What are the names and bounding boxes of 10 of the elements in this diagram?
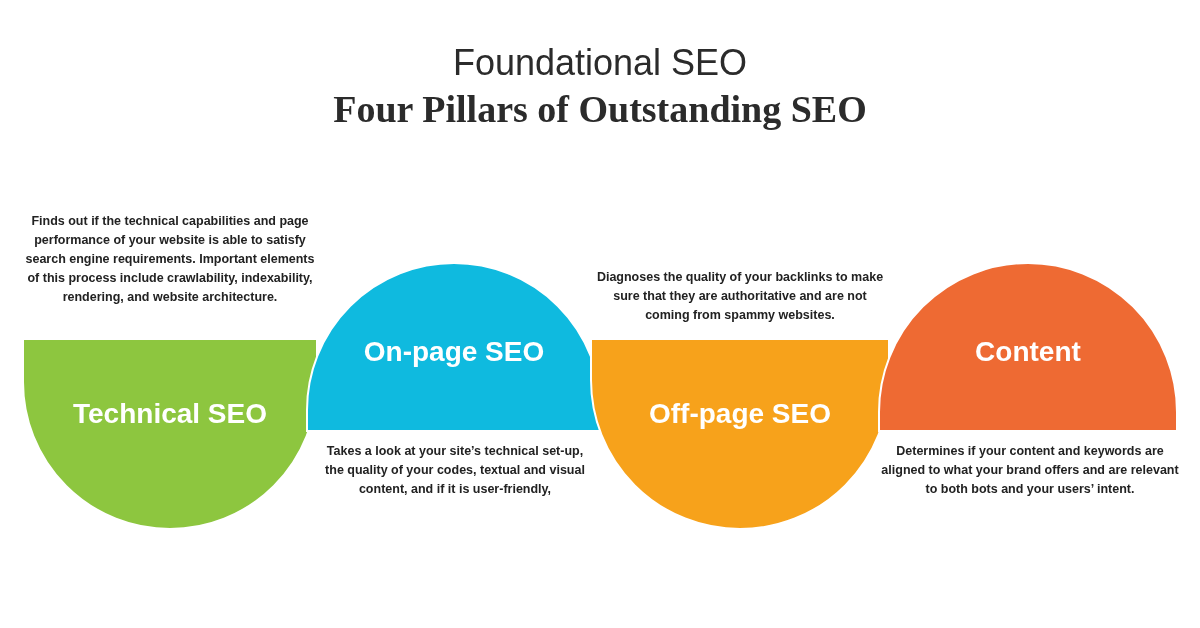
- pillar-title: Technical SEO: [73, 397, 267, 431]
- diagram-subtitle: Four Pillars of Outstanding SEO: [333, 87, 867, 132]
- pillar-description: Finds out if the technical capabilities and page performance of your website is able to satisfy search engine requirements. Important elements of this process include crawlability, indexability, rendering, and website architecture.: [24, 213, 316, 306]
- pillar-title: Content: [975, 335, 1081, 369]
- pillar-description: Diagnoses the quality of your backlinks to make sure that they are authoritative and are not coming from spammy websites.: [595, 269, 885, 324]
- pillar-title: Off-page SEO: [649, 397, 831, 431]
- pillar-description: Determines if your content and keywords are aligned to what your brand offers and are relevant to both bots and your users’ intent.: [880, 443, 1180, 498]
- pillar-title: On-page SEO: [363, 335, 545, 369]
- diagram-title: Foundational SEO: [452, 41, 748, 85]
- pillar-description: Takes a look at your site’s technical set-up, the quality of your codes, textual and visual content, and if it is user-friendly,: [324, 443, 586, 498]
